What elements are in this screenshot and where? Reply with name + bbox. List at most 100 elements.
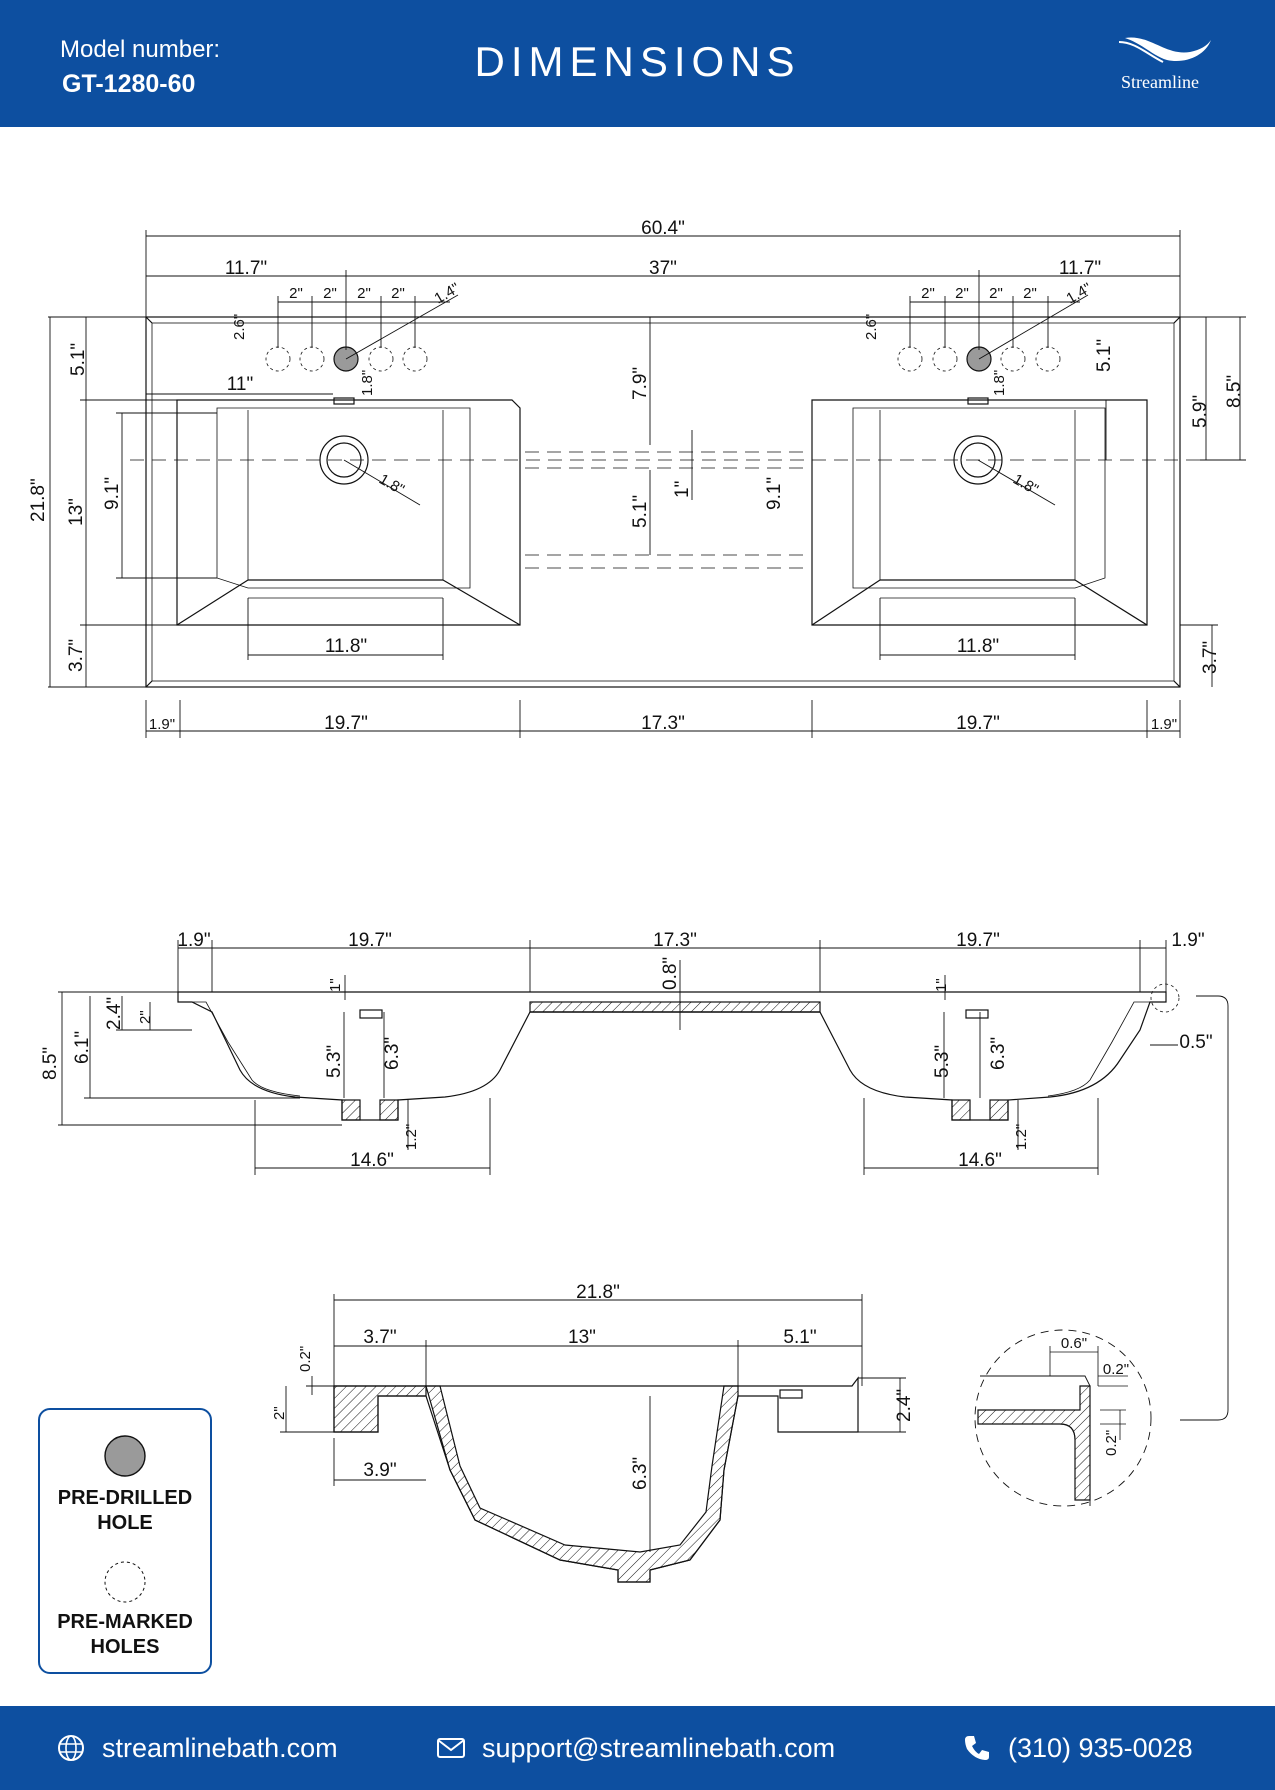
- dim-front-top-row: 17.3": [653, 930, 697, 951]
- dim-side-front-offset: 3.9": [363, 1460, 396, 1481]
- brand-name: Streamline: [1121, 72, 1199, 92]
- dim-bottom-width: 14.6": [958, 1150, 1002, 1171]
- dim-hole-to-bowl: 1.8": [991, 370, 1008, 396]
- legend-pre-drilled-line1: PRE-DRILLED: [57, 1487, 193, 1509]
- dim-side-bowl: 13": [568, 1327, 596, 1348]
- dim-detail-top: 0.2": [1103, 1361, 1129, 1378]
- dim-back-to-bowl: 5.1": [1094, 339, 1115, 372]
- dim-bottom-row: 1.9": [149, 716, 175, 733]
- footer-website[interactable]: streamlinebath.com: [56, 1730, 338, 1766]
- dim-right-to-drain: 5.9": [1190, 395, 1211, 428]
- dim-edge-to-hole: 11": [227, 374, 253, 395]
- dim-bowl-bottom-width: 11.8": [325, 636, 367, 657]
- right-bowl-top: [811, 397, 1148, 626]
- email-link[interactable]: support@streamlinebath.com: [482, 1732, 836, 1763]
- dim-drain-boss: 1.2": [1013, 1124, 1030, 1150]
- legend-pre-marked-line1: PRE-MARKED: [57, 1611, 193, 1633]
- dim-hole-spacing: 2": [921, 285, 935, 302]
- detail-callout: [974, 1329, 1152, 1507]
- legend-pre-marked-line2: HOLES: [90, 1636, 160, 1658]
- top-view: [48, 230, 1246, 738]
- deck-section: [529, 1001, 821, 1013]
- dim-hole-to-back: 2.6": [231, 314, 248, 340]
- dimension-labels: 60.4" 11.7" 37" 11.7" 2" 2" 2" 2" 2" 2" …: [28, 218, 1245, 1490]
- dim-bowl-inner: 6.3": [382, 1037, 403, 1070]
- dim-back-to-bowl: 5.1": [68, 343, 89, 376]
- dim-bottom-row: 19.7": [956, 713, 1000, 734]
- model-number-label: Model number:: [60, 36, 221, 63]
- envelope-icon: [437, 1738, 465, 1758]
- dim-hole-spacing: 2": [1023, 285, 1037, 302]
- dim-side-front-skirt: 2": [271, 1406, 288, 1420]
- page-title: DIMENSIONS: [474, 38, 801, 85]
- footer-phone[interactable]: (310) 935-0028: [962, 1730, 1193, 1766]
- dim-hole-to-back: 2.6": [863, 314, 880, 340]
- dim-front-top-row: 1.9": [1171, 930, 1204, 951]
- dim-lip-height: 2.4": [104, 997, 125, 1030]
- dim-hole-diameter: 1.4": [1064, 280, 1095, 308]
- footer-bar: streamlinebath.com support@streamlinebat…: [0, 1706, 1275, 1790]
- dim-center-lower: 5.1": [630, 495, 651, 528]
- dim-bottom-row: 19.7": [324, 713, 368, 734]
- dim-lip-offset: 0.5": [1179, 1032, 1212, 1053]
- dim-side-bowl-height: 6.3": [630, 1457, 651, 1490]
- dim-hole-to-bowl: 1.8": [359, 370, 376, 396]
- dim-overflow-bottom: 5.3": [324, 1045, 345, 1078]
- wave-logo-icon: [1118, 37, 1211, 63]
- dim-front-top-row: 19.7": [956, 930, 1000, 951]
- dim-detail-side: 0.2": [1103, 1430, 1120, 1456]
- phone-icon: [965, 1736, 989, 1760]
- technical-drawing: 60.4" 11.7" 37" 11.7" 2" 2" 2" 2" 2" 2" …: [28, 218, 1246, 1583]
- pre-marked-hole-icon: [104, 1561, 146, 1603]
- dim-center-gap: 1": [672, 481, 693, 498]
- dim-side-depth: 21.8": [576, 1282, 620, 1303]
- legend-box: PRE-DRILLED HOLE PRE-MARKED HOLES: [38, 1408, 212, 1674]
- dim-hole-spacing: 2": [989, 285, 1003, 302]
- dim-depth: 21.8": [28, 478, 49, 522]
- dim-right-margin: 11.7": [1059, 258, 1101, 279]
- pre-drilled-hole-icon: [104, 1435, 146, 1477]
- dim-deck-thickness: 0.8": [660, 957, 681, 990]
- dim-center-span: 37": [649, 258, 677, 279]
- dim-hole-spacing: 2": [323, 285, 337, 302]
- dim-side-front: 3.7": [363, 1327, 396, 1348]
- dim-inner-depth: 9.1": [102, 477, 123, 510]
- dim-front-margin: 3.7": [1200, 641, 1221, 674]
- countertop-outline: [145, 316, 1181, 688]
- header-bar: Model number: GT-1280-60 DIMENSIONS Stre…: [0, 0, 1275, 127]
- dim-hole-spacing: 2": [357, 285, 371, 302]
- side-view: [280, 1294, 906, 1583]
- dim-hole-spacing: 2": [391, 285, 405, 302]
- dim-inner-depth: 9.1": [764, 477, 785, 510]
- front-view: [58, 940, 1229, 1421]
- website-link[interactable]: streamlinebath.com: [102, 1732, 338, 1763]
- dim-overall-width: 60.4": [641, 218, 685, 239]
- legend-pre-drilled-line2: HOLE: [97, 1512, 153, 1534]
- dim-overflow-gap: 1": [327, 978, 344, 992]
- dim-hole-diameter: 1.4": [432, 280, 463, 308]
- streamline-logo: Streamline: [1105, 34, 1215, 98]
- dim-bowl-height: 6.1": [72, 1031, 93, 1064]
- dim-side-back: 5.1": [783, 1327, 816, 1348]
- model-number-value: GT-1280-60: [62, 70, 196, 98]
- dim-overflow-bottom: 5.3": [932, 1045, 953, 1078]
- dim-right-total: 8.5": [1224, 375, 1245, 408]
- dim-bottom-row: 17.3": [641, 713, 685, 734]
- dim-bottom-row: 1.9": [1151, 716, 1177, 733]
- dim-bowl-inner: 6.3": [988, 1037, 1009, 1070]
- dim-total-height: 8.5": [40, 1047, 61, 1080]
- dim-hole-spacing: 2": [289, 285, 303, 302]
- dim-front-top-row: 19.7": [348, 930, 392, 951]
- dim-drain-boss: 1.2": [403, 1124, 420, 1150]
- left-bowl-top: [176, 397, 521, 626]
- dim-side-back-height: 2.4": [894, 1389, 915, 1422]
- dim-detail-width: 0.6": [1061, 1335, 1087, 1352]
- dim-front-margin: 3.7": [66, 639, 87, 672]
- dim-overflow-gap: 1": [933, 978, 950, 992]
- dim-side-top-thickness: 0.2": [297, 1346, 314, 1372]
- phone-number[interactable]: (310) 935-0028: [1008, 1732, 1193, 1763]
- dim-bowl-depth: 13": [66, 498, 87, 526]
- dim-skirt: 2": [137, 1010, 154, 1024]
- footer-email[interactable]: support@streamlinebath.com: [436, 1730, 835, 1766]
- dim-hole-spacing: 2": [955, 285, 969, 302]
